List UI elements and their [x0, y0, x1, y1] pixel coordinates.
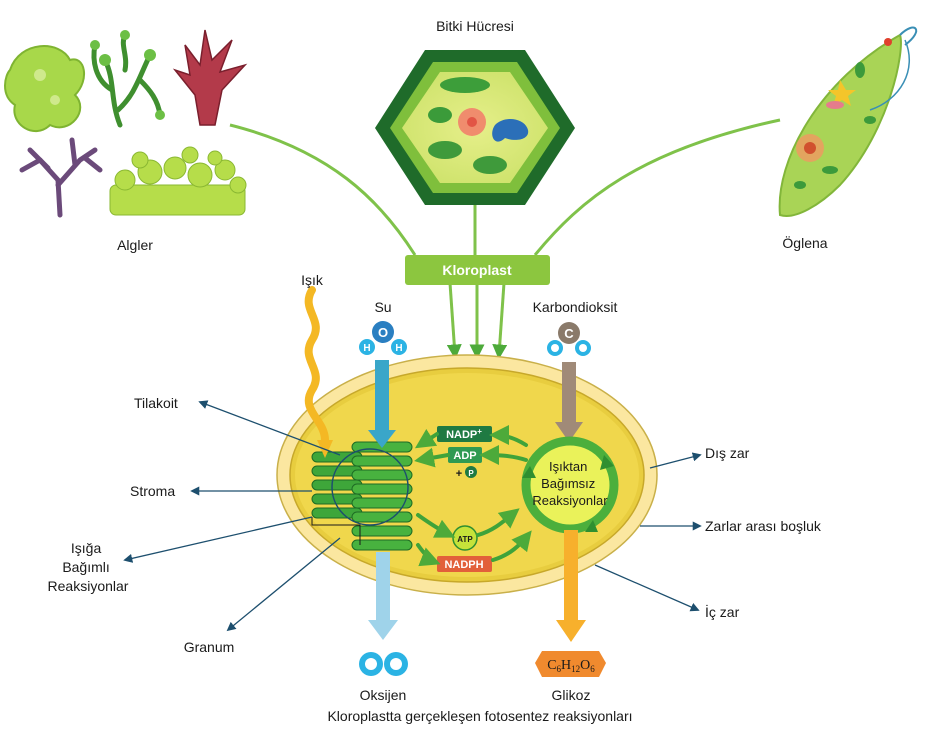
svg-text:P: P	[468, 469, 474, 478]
co2-arrowhead	[555, 422, 583, 442]
adp-box: ADP	[448, 447, 482, 463]
glucose-arrowhead	[556, 620, 586, 642]
oxygen-arrowhead	[368, 620, 398, 640]
light-independent-line1: Işıktan	[549, 459, 587, 474]
cell-title: Bitki Hücresi	[436, 18, 514, 34]
caption: Kloroplastta gerçekleşen fotosentez reak…	[327, 708, 632, 724]
thylakoid-label: Tilakoit	[134, 395, 178, 411]
euglena-label: Öglena	[782, 234, 827, 251]
glucose-arrow-shaft	[564, 530, 578, 622]
inner-membrane-label: İç zar	[705, 603, 740, 620]
water-arrow-shaft	[375, 360, 389, 430]
svg-text:H: H	[395, 343, 402, 354]
svg-text:NADP+: NADP+	[446, 427, 482, 441]
thylakoid-highlight	[331, 448, 409, 526]
glucose-formula: C6H12O6	[547, 658, 595, 674]
light-dependent-bracket	[311, 517, 361, 545]
calvin-cycle: Işıktan Bağımsız Reaksiyonlar	[521, 436, 619, 534]
svg-text:Işıktan Bağımsız R: Işıktan Bağımsız Reaksiyonlar	[532, 459, 608, 508]
light-independent-line3: Reaksiyonlar	[532, 493, 608, 508]
euglena-illustration	[778, 26, 918, 217]
algae-label: Algler	[117, 237, 153, 253]
plus-p: + P	[456, 466, 477, 480]
nadph-box: NADPH	[437, 556, 492, 572]
oxygen-label: Oksijen	[360, 687, 407, 703]
svg-text:H: H	[363, 343, 370, 354]
water-label: Su	[374, 299, 391, 315]
glucose-hexagon	[535, 651, 606, 677]
left-pointers	[123, 400, 341, 632]
svg-text:NADPH: NADPH	[444, 559, 483, 571]
connector-lines	[229, 118, 781, 360]
granum-label: Granum	[184, 639, 235, 655]
right-pointers	[594, 452, 702, 612]
chloroplast-label: Kloroplast	[442, 262, 512, 278]
svg-text:C: C	[564, 326, 574, 341]
oxygen-molecule	[359, 652, 408, 676]
cycle-arrows	[414, 425, 532, 567]
svg-text:ADP: ADP	[453, 450, 476, 462]
chloroplast-box	[405, 255, 550, 285]
stroma-label: Stroma	[130, 483, 175, 499]
plant-cell-illustration	[375, 50, 575, 205]
co2-label: Karbondioksit	[533, 299, 618, 315]
water-molecule: O H H	[359, 321, 407, 355]
algae-illustration	[4, 29, 248, 218]
oxygen-arrow-shaft	[376, 552, 390, 622]
svg-text:O: O	[378, 325, 388, 340]
glucose-label: Glikoz	[552, 687, 591, 703]
light-wave	[304, 286, 329, 444]
atp-molecule: ATP	[452, 525, 478, 551]
intermembrane-label: Zarlar arası boşluk	[705, 518, 822, 534]
co2-molecule: C	[547, 322, 591, 356]
nadp-box: NADP+	[437, 426, 492, 442]
svg-text:ATP: ATP	[457, 535, 473, 544]
svg-text:+: +	[456, 468, 462, 480]
light-independent-line2: Bağımsız	[541, 476, 595, 491]
water-arrowhead	[368, 430, 396, 448]
co2-arrow-shaft	[562, 362, 576, 424]
outer-membrane-label: Dış zar	[705, 445, 750, 461]
light-label: Işık	[301, 272, 324, 288]
light-dependent-label: Işığa Bağımlı Reaksiyonlar	[48, 540, 129, 594]
